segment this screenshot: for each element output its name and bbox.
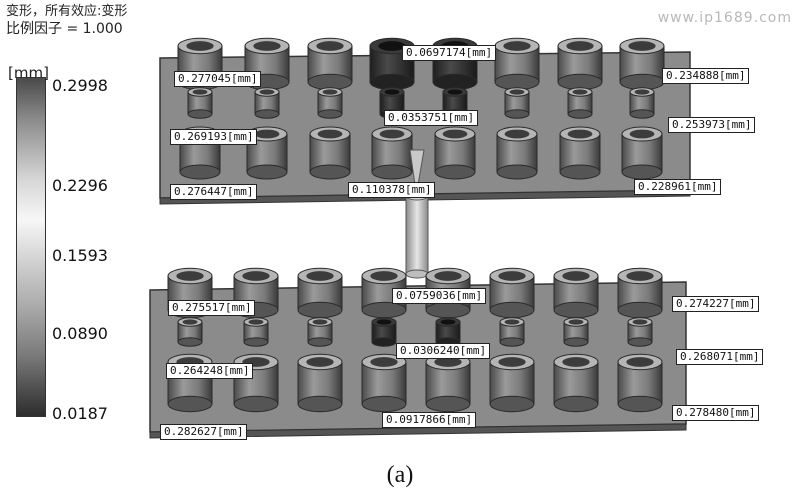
boss	[627, 317, 653, 347]
boss	[309, 126, 351, 180]
deformation-label: 0.264248[mm]	[166, 363, 254, 379]
boss	[435, 317, 461, 347]
deformation-label: 0.278480[mm]	[672, 405, 760, 421]
boss	[187, 87, 213, 119]
boss	[371, 317, 397, 347]
boss	[617, 267, 663, 319]
boss	[559, 126, 601, 180]
deformation-label: 0.0306240[mm]	[396, 343, 491, 359]
scale-factor: 比例因子 = 1.000	[6, 21, 123, 37]
boss	[307, 317, 333, 347]
boss	[617, 353, 663, 413]
boss	[567, 87, 593, 119]
boss	[317, 87, 343, 119]
watermark: www.ip1689.com	[657, 10, 792, 26]
boss	[361, 353, 407, 413]
boss	[499, 317, 525, 347]
boss	[489, 353, 535, 413]
legend-tick: 0.2998	[52, 76, 108, 95]
deformation-label: 0.0353751[mm]	[384, 110, 479, 126]
boss	[297, 353, 343, 413]
deformation-label: 0.268071[mm]	[676, 349, 764, 365]
deformation-label: 0.253973[mm]	[668, 117, 756, 133]
boss	[629, 87, 655, 119]
boss	[243, 317, 269, 347]
boss	[425, 353, 471, 413]
legend-tick: 0.0187	[52, 404, 108, 423]
legend-tick: 0.0890	[52, 324, 108, 343]
deformation-label: 0.282627[mm]	[160, 424, 248, 440]
boss	[563, 317, 589, 347]
boss	[494, 37, 540, 91]
boss	[434, 126, 476, 180]
deformation-label: 0.274227[mm]	[672, 296, 760, 312]
boss	[369, 37, 415, 91]
boss	[177, 317, 203, 347]
legend-tick: 0.2296	[52, 176, 108, 195]
boss	[307, 37, 353, 91]
boss	[489, 267, 535, 319]
deformation-label: 0.234888[mm]	[662, 68, 750, 84]
deformation-label: 0.276447[mm]	[170, 184, 258, 200]
deformation-label: 0.277045[mm]	[174, 71, 262, 87]
boss	[557, 37, 603, 91]
deformation-label: 0.269193[mm]	[170, 129, 258, 145]
deformation-label: 0.0917866[mm]	[382, 412, 477, 428]
deformation-label: 0.275517[mm]	[168, 300, 256, 316]
boss	[371, 126, 413, 180]
deformation-label: 0.110378[mm]	[348, 182, 436, 198]
boss	[619, 37, 665, 91]
boss	[496, 126, 538, 180]
boss	[553, 267, 599, 319]
legend-tick: 0.1593	[52, 246, 108, 265]
figure-caption: (a)	[386, 462, 414, 488]
boss	[553, 353, 599, 413]
deformation-label: 0.228961[mm]	[634, 179, 722, 195]
boss	[621, 126, 663, 180]
deformation-label: 0.0697174[mm]	[402, 45, 497, 61]
result-title: 变形，所有效应:变形	[6, 4, 128, 19]
legend-color-bar	[16, 77, 46, 417]
deformation-label: 0.0759036[mm]	[392, 288, 487, 304]
boss	[504, 87, 530, 119]
boss	[254, 87, 280, 119]
boss	[297, 267, 343, 319]
